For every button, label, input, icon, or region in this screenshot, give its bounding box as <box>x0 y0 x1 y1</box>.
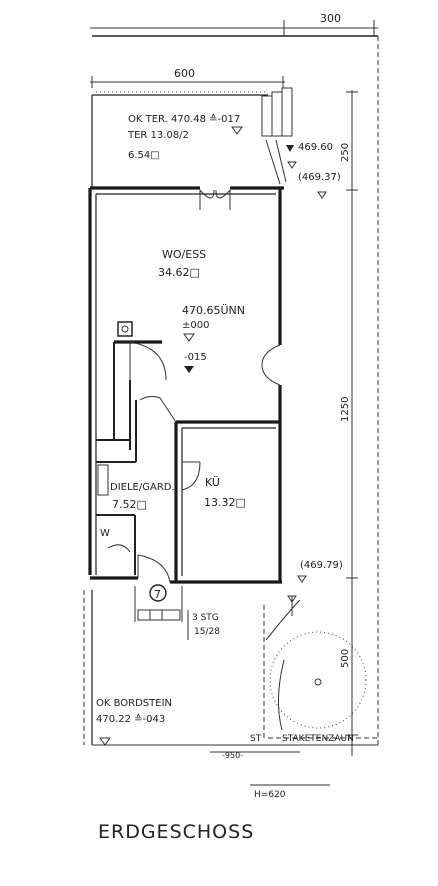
room-diele-area: 7.52□ <box>112 498 147 511</box>
room-kueche-area: 13.32□ <box>204 496 246 509</box>
terrace-line3: 6.54□ <box>128 150 160 161</box>
room-wo-ess-area: 34.62□ <box>158 266 200 279</box>
garden-st-label: ST <box>250 734 262 744</box>
entrance-steps-size: 15/28 <box>194 627 220 637</box>
level-marker-terrace-3 <box>287 161 297 169</box>
room-wc-name: W <box>100 528 110 539</box>
dim-right-bottom: 500 <box>340 649 351 668</box>
street-line2: 470.22 ≙-043 <box>96 713 165 725</box>
dim-right-top: 250 <box>340 143 351 162</box>
plot-boundary <box>91 35 379 745</box>
door-diele <box>139 395 177 423</box>
level-marker-terrace <box>231 126 243 135</box>
level-marker-garden <box>297 575 307 583</box>
entrance-steps-label: 3 STG <box>192 613 219 623</box>
garden-area <box>263 596 378 739</box>
room-wo-ess-name: WO/ESS <box>162 248 206 261</box>
entrance-marker <box>149 584 167 602</box>
terrace-steps <box>261 87 293 185</box>
terrace-line1: OK TER. 470.48 ≙-017 <box>128 113 240 125</box>
door-wc <box>107 544 131 553</box>
dim-right-mid: 1250 <box>340 397 351 422</box>
plan-title: ERDGESCHOSS <box>98 821 254 843</box>
dim-bottom-width: -950- <box>222 751 243 760</box>
door-kitchen <box>181 461 201 491</box>
level-marker-terrace-4 <box>317 191 327 199</box>
door-terrace <box>199 189 231 210</box>
chimney <box>117 321 133 337</box>
level-marker-terrace-2 <box>286 145 294 152</box>
terrace-line2: TER 13.08/2 <box>127 130 189 141</box>
terrace-level2: (469.37) <box>298 172 341 183</box>
dimension-lines <box>90 20 378 786</box>
entrance-number: 7 <box>154 588 161 601</box>
level-marker-street <box>99 737 111 746</box>
door-stair <box>129 341 167 381</box>
door-window-right <box>261 344 281 386</box>
terrace-level1: 469.60 <box>298 142 333 153</box>
dim-top-width: 300 <box>320 12 341 25</box>
room-diele-name: DIELE/GARD. <box>110 482 175 493</box>
street-boundary <box>83 590 378 746</box>
level-marker-main <box>183 333 195 342</box>
door-entrance <box>137 554 171 583</box>
garden-fence-label: STAKETENZAUN <box>282 734 354 744</box>
level-zero: ±000 <box>182 320 209 331</box>
dim-bottom-h: H=620 <box>254 790 286 800</box>
level-step: -015 <box>184 352 207 363</box>
garden-level: (469.79) <box>300 560 343 571</box>
house-walls <box>88 186 284 584</box>
room-kueche-name: KÜ <box>205 476 220 489</box>
street-line1: OK BORDSTEIN <box>96 698 172 709</box>
level-marker-step <box>184 366 194 373</box>
entrance-steps <box>134 586 183 622</box>
level-main: 470.65ÜNN <box>182 304 245 317</box>
dim-terrace-width: 600 <box>174 67 195 80</box>
